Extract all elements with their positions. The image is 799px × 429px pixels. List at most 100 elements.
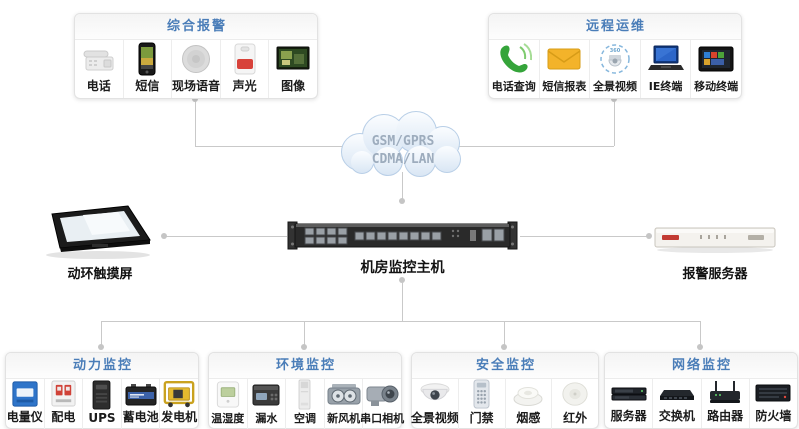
item-label: 配电 (51, 410, 76, 424)
environment-item-fresh-air: 新风机 (323, 379, 363, 429)
item-label: 服务器 (610, 409, 647, 423)
security-item-smoke: 烟感 (504, 379, 552, 429)
panel-environment: 环境监控 温湿度 (208, 352, 405, 429)
item-label: 蓄电池 (122, 410, 159, 424)
dome-camera-icon (412, 379, 458, 409)
connector-cloud-to-remote (458, 146, 614, 147)
network-item-switch: 交换机 (652, 379, 700, 428)
remote-item-panorama-video: 360 全景视频 (589, 40, 640, 98)
remote-item-ie-terminal: IE终端 (639, 40, 691, 98)
panel-alarm: 综合报警 电话 (74, 13, 318, 99)
connector-host-down (402, 282, 403, 321)
item-label: 红外 (563, 411, 588, 425)
panel-alarm-title: 综合报警 (75, 14, 317, 40)
connector-remote-down (614, 98, 615, 146)
connector-dot (697, 344, 703, 350)
ups-icon (83, 379, 121, 411)
connector-dot (301, 344, 307, 350)
connector-dot (611, 96, 617, 102)
connector-bottom-bus (101, 321, 701, 322)
sms-report-icon (540, 40, 590, 78)
item-label: 现场语音 (171, 79, 220, 93)
connector-drop-network (700, 321, 701, 346)
touchscreen-icon (40, 204, 158, 260)
item-label: 门禁 (469, 411, 494, 425)
connector-alarm-to-cloud (195, 146, 343, 147)
panel-network: 网络监控 服务器 (604, 352, 798, 429)
security-item-access-control: 门禁 (457, 379, 505, 429)
item-label: 电量仪 (6, 410, 43, 424)
connector-drop-security (504, 321, 505, 346)
power-item-ups: UPS (82, 379, 121, 429)
item-label: 电话 (86, 79, 111, 93)
touchscreen-label: 动环触摸屏 (67, 267, 133, 282)
fresh-air-unit-icon (325, 379, 363, 410)
power-item-meter: 电量仪 (6, 379, 44, 429)
water-leak-icon (248, 379, 286, 410)
panorama-video-icon: 360 (590, 40, 640, 78)
panel-power-title: 动力监控 (6, 353, 198, 379)
panel-security-title: 安全监控 (412, 353, 598, 379)
connector-dot (399, 198, 405, 204)
security-item-panorama-video: 全景视频 (410, 379, 459, 429)
item-label: 漏水 (255, 412, 278, 425)
alarm-item-telephone: 电话 (75, 40, 123, 98)
panel-remote: 远程运维 电话查询 短信报 (488, 13, 742, 99)
network-cloud: GSM/GPRS CDMA/LAN (326, 106, 478, 182)
panel-remote-title: 远程运维 (489, 14, 741, 40)
site-speaker-icon (172, 40, 220, 77)
temp-humidity-icon (209, 379, 247, 410)
environment-item-temp-humidity: 温湿度 (209, 379, 247, 429)
item-label: 路由器 (707, 409, 744, 423)
access-control-icon (459, 379, 505, 409)
connector-dot (646, 233, 652, 239)
network-item-firewall: 防火墙 (748, 379, 797, 428)
item-label: 电话查询 (491, 80, 536, 93)
connector-drop-power (101, 321, 102, 346)
cloud-text-line1: GSM/GPRS (372, 134, 435, 149)
item-label: 交换机 (658, 409, 695, 423)
alarm-item-image: 图像 (268, 40, 317, 98)
item-label: 串口相机 (360, 412, 405, 425)
power-item-generator: 发电机 (159, 379, 198, 429)
item-label: 防火墙 (755, 409, 792, 423)
connector-dot (399, 277, 405, 283)
telephone-icon (75, 40, 123, 77)
infrared-icon (552, 379, 598, 409)
power-meter-icon (6, 379, 44, 408)
network-item-router: 路由器 (700, 379, 749, 428)
serial-camera-icon (363, 379, 401, 410)
remote-item-sms-report: 短信报表 (538, 40, 590, 98)
cloud-text-line2: CDMA/LAN (372, 152, 435, 167)
connector-touchscreen-to-host (163, 236, 287, 237)
item-label: 新风机 (327, 412, 361, 425)
connector-drop-environment (304, 321, 305, 346)
connector-dot (98, 344, 104, 350)
power-distribution-icon (45, 379, 83, 408)
server-icon (605, 379, 652, 407)
security-item-infrared: 红外 (551, 379, 598, 429)
item-label: 发电机 (161, 410, 198, 424)
remote-item-phone-query: 电话查询 (489, 40, 539, 98)
rack-host-icon (285, 219, 520, 253)
battery-icon (122, 379, 160, 408)
generator-icon (160, 379, 198, 408)
item-label: 图像 (281, 79, 306, 93)
phone-query-icon (489, 40, 539, 78)
air-conditioner-icon (286, 379, 324, 410)
image-display-icon (269, 40, 317, 77)
item-label: 空调 (293, 412, 316, 425)
item-label: 全景视频 (410, 411, 459, 425)
environment-item-air-conditioner: 空调 (285, 379, 324, 429)
mobile-terminal-icon (691, 40, 741, 78)
item-label: UPS (88, 411, 116, 425)
ie-terminal-icon (641, 40, 691, 78)
firewall-icon (750, 379, 797, 407)
router-icon (702, 379, 749, 407)
connector-dot (501, 344, 507, 350)
panel-network-title: 网络监控 (605, 353, 797, 379)
alarm-server-icon (652, 222, 778, 254)
connector-dot (161, 233, 167, 239)
item-label: 温湿度 (211, 412, 245, 425)
